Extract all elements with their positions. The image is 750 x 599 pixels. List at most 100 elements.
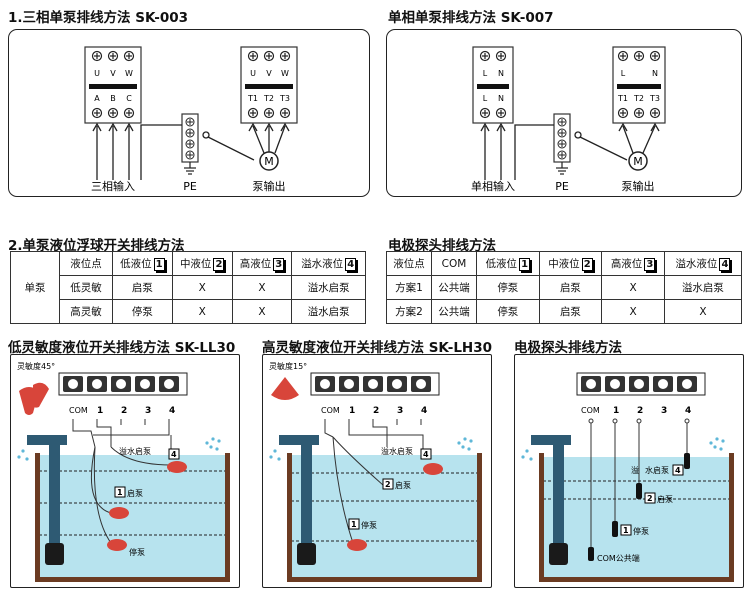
sp-pe-label: PE: [555, 180, 569, 193]
start-label: 启泵: [395, 480, 411, 490]
level-number: 3: [273, 258, 285, 271]
sp-pe-terminal-block: [553, 113, 571, 175]
level-number: 1: [153, 258, 165, 271]
float-balls: [19, 382, 187, 551]
table-row: 低灵敏 启泵 X X 溢水启泵: [11, 275, 366, 300]
sp-input-label: 单相输入: [471, 179, 515, 193]
table-cell: 溢水启泵: [663, 275, 743, 300]
table-cell: 溢水启泵: [291, 275, 366, 300]
com-common-label: COM公共端: [597, 553, 640, 563]
sp-output-term-bottom-1: T1: [617, 94, 628, 103]
sp-output-term-top-1: L: [621, 69, 626, 78]
stop-label: 停泵: [361, 520, 377, 530]
three-phase-panel: U V W A B C U V W T1 T2 T3: [8, 29, 370, 197]
level-num-4: 4: [685, 406, 691, 416]
cable-ends: [588, 418, 690, 424]
level-tag-4: [168, 448, 180, 460]
input-term-bottom-1: A: [94, 94, 100, 103]
sensitivity-label: 灵敏度15°: [269, 361, 307, 371]
table-cell: 启泵: [538, 299, 603, 324]
table-cell: 低灵敏: [59, 275, 113, 300]
sp-input-term-bottom-2: N: [498, 94, 504, 103]
stop-label: 停泵: [633, 526, 649, 536]
input-label: 三相输入: [91, 179, 135, 193]
single-phase-panel: L N L N L N T1 T2 T3: [386, 29, 742, 197]
level-num-3: 3: [661, 406, 667, 416]
sp-input-term-top-2: N: [498, 69, 504, 78]
header-text: 低液位: [120, 258, 152, 270]
single-phase-input-breaker: [472, 46, 514, 124]
header-text: 高液位: [610, 258, 643, 270]
electrode-diagram: COM 1 2 3 4 溢 水启泵 4 2 启泵 1 停泵 COM公共端: [514, 354, 744, 588]
table-row: 方案1 公共端 停泵 启泵 X 溢水启泵: [386, 275, 743, 300]
lh30-diagram: COM 1 2 3 4 4 溢水启泵 2 启泵 1 停泵 灵敏度15°: [262, 354, 492, 588]
table-row: 高灵敏 停泵 X X 溢水启泵: [11, 299, 366, 324]
level-tag-1: [620, 524, 632, 536]
level-tag-1-text: 1: [117, 488, 123, 497]
overflow-label-a: 溢: [631, 465, 639, 475]
stop-label: 停泵: [129, 547, 145, 557]
sp-input-term-bottom-1: L: [483, 94, 488, 103]
sp-output-term-bottom-3: T3: [649, 94, 660, 103]
level-number: 1: [519, 258, 531, 271]
header-text: 中液位: [548, 258, 580, 270]
level-tag-4: [672, 464, 684, 476]
level-lines: [291, 472, 481, 542]
level-tag-2: [644, 492, 656, 504]
electrode-illustration: COM 1 2 3 4 溢 水启泵 4 2 启泵 1 停泵 COM公共端: [521, 372, 734, 582]
pump-pipe: [279, 435, 319, 565]
level-number: 2: [581, 258, 593, 271]
level-tag-4-text: 4: [423, 450, 429, 459]
table-cell: X: [663, 299, 743, 324]
header-text: 高液位: [239, 258, 272, 270]
sensitivity-label: 灵敏度45°: [17, 361, 55, 371]
level-number: 4: [345, 258, 357, 271]
level-number: 3: [644, 258, 656, 271]
single-phase-wiring-diagram: L N L N L N T1 T2 T3: [471, 46, 666, 193]
float-cables: [72, 419, 172, 544]
tank-walls: [539, 453, 734, 582]
output-term-bottom-1: T1: [247, 94, 258, 103]
level-num-1: 1: [613, 406, 619, 416]
table-cell: X: [601, 299, 665, 324]
table-cell: 高灵敏: [59, 299, 113, 324]
spray-icon: [17, 437, 221, 461]
sp-output-term-top-2: N: [652, 69, 658, 78]
table-cell: X: [171, 299, 233, 324]
float-balls: [271, 377, 443, 551]
table-cell: X: [231, 275, 293, 300]
three-phase-wiring-diagram: U V W A B C U V W T1 T2 T3: [84, 46, 298, 193]
start-label: 启泵: [657, 494, 673, 504]
table-cell: 停泵: [112, 299, 173, 324]
output-term-bottom-2: T2: [263, 94, 274, 103]
pe-terminal-block: [181, 113, 199, 175]
overflow-label-b: 水启泵: [645, 465, 669, 475]
input-breaker: [84, 46, 142, 124]
water-fill: [39, 455, 229, 577]
level-tag-1: [114, 486, 126, 498]
table-header-cell: 液位点: [386, 251, 432, 276]
header-text: 中液位: [179, 258, 212, 270]
pump-pipe: [27, 435, 67, 565]
sp-input-term-top-1: L: [483, 69, 488, 78]
pump-output-label: 泵输出: [253, 179, 286, 193]
level-lines: [39, 470, 229, 536]
level-tag-2-text: 2: [647, 494, 653, 503]
level-number: 2: [213, 258, 225, 271]
output-term-top-2: V: [266, 69, 272, 78]
level-tag-4: [420, 448, 432, 460]
three-phase-wires: [92, 122, 290, 180]
sp-output-term-bottom-2: T2: [633, 94, 644, 103]
sp-motor-symbol: [628, 151, 648, 171]
single-phase-output-contactor: [612, 46, 666, 124]
input-term-top-1: U: [94, 69, 100, 78]
terminal-strip: [576, 372, 706, 396]
table-header-cell: COM: [431, 251, 477, 276]
table-cell: X: [231, 299, 293, 324]
